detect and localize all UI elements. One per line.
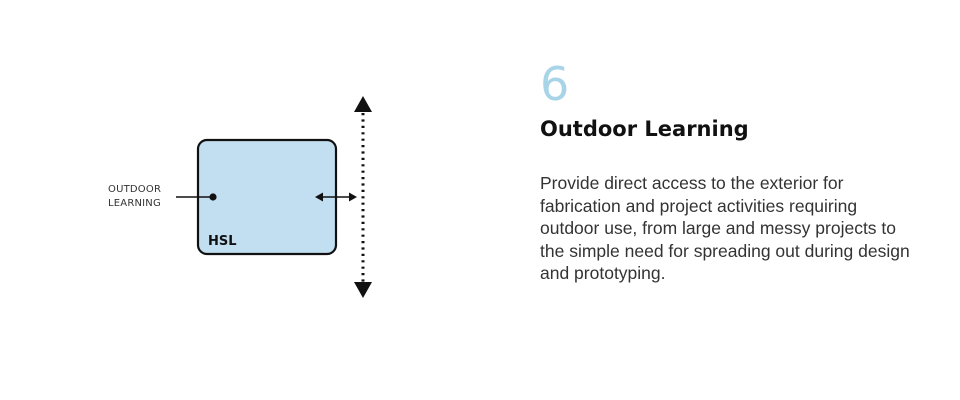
section-title: Outdoor Learning — [540, 117, 749, 141]
leader-dot-marker — [209, 193, 217, 201]
section-description: Provide direct access to the exterior fo… — [540, 173, 910, 283]
outdoor-label-line1: OUTDOOR — [108, 184, 161, 195]
outdoor-label-line2: LEARNING — [108, 198, 161, 209]
text-panel: 6 Outdoor Learning Provide direct access… — [540, 58, 930, 285]
boundary-arrow-down-icon — [354, 282, 372, 298]
step-number: 6 — [540, 57, 570, 111]
outdoor-learning-diagram: OUTDOOR LEARNING HSL — [108, 96, 372, 298]
boundary-arrow-up-icon — [354, 96, 372, 112]
hsl-box-label: HSL — [208, 234, 237, 249]
exterior-boundary-line — [354, 96, 372, 298]
access-double-arrow — [315, 192, 357, 202]
